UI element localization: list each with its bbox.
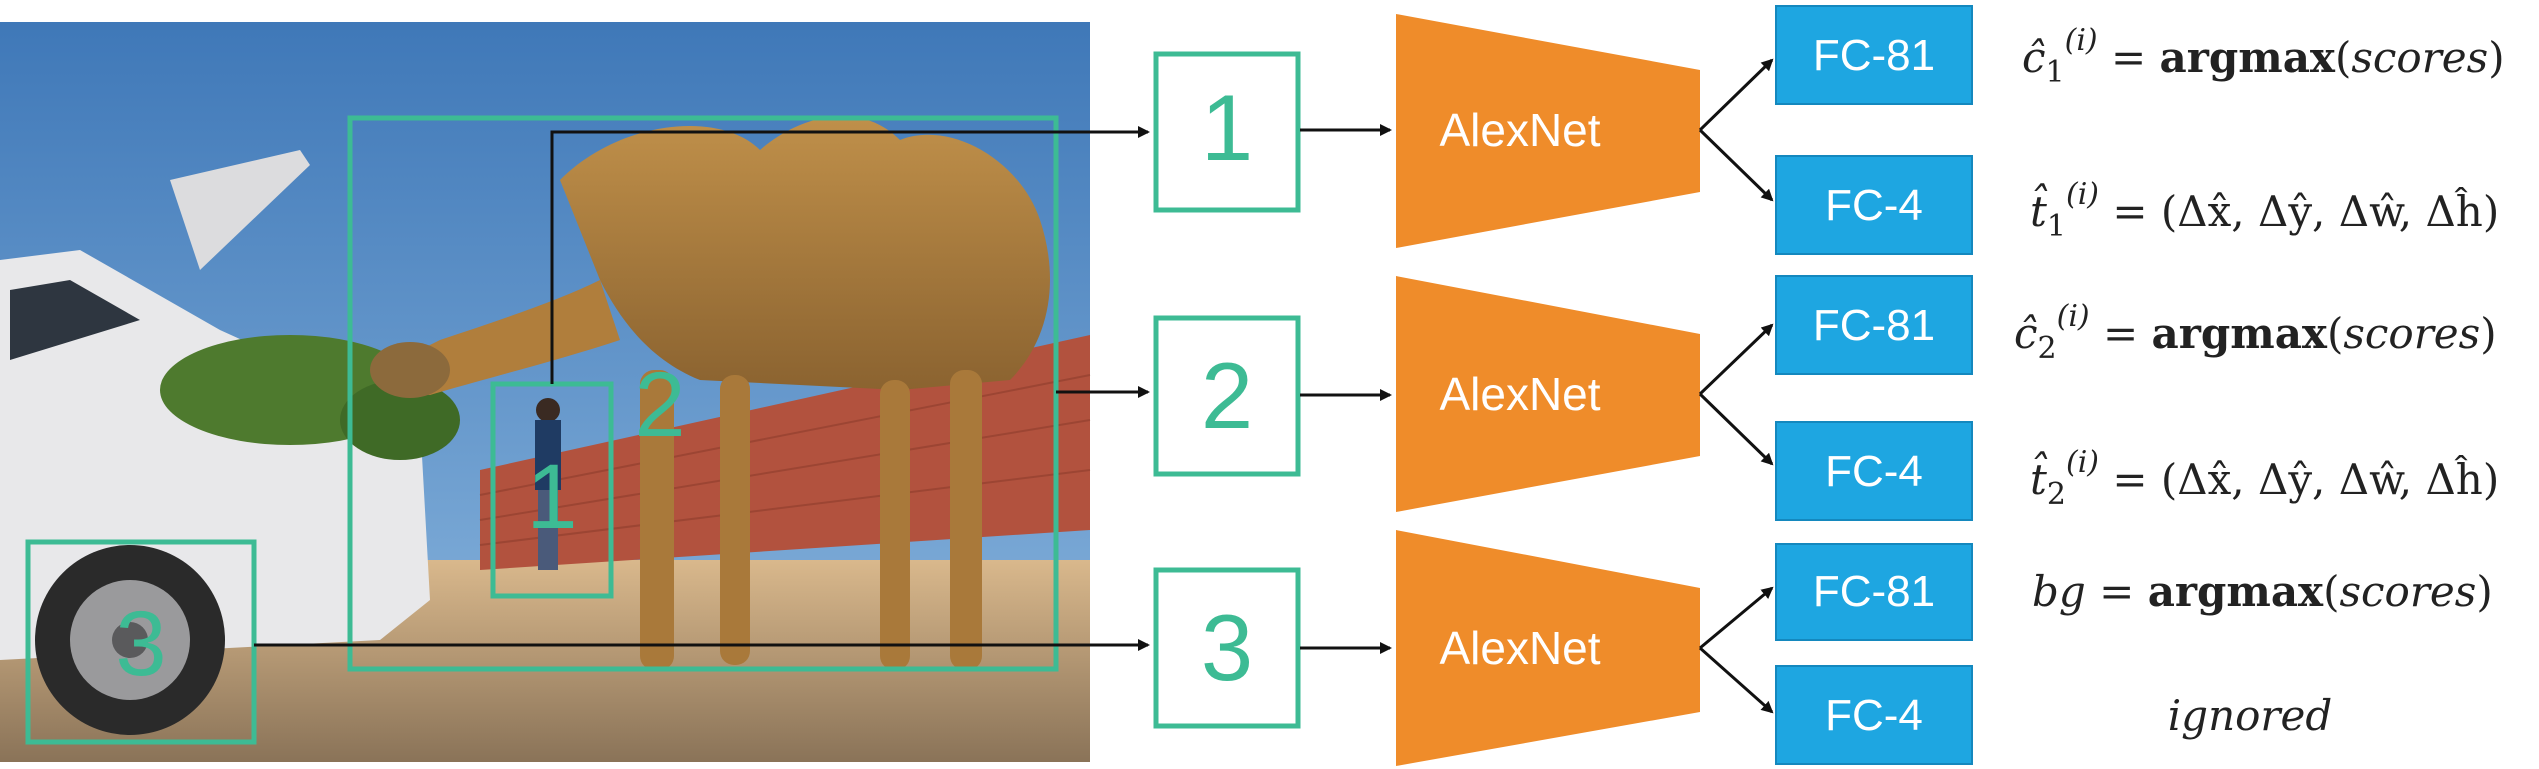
region-box-3 [25,539,257,745]
alexnet-block-3 [1396,530,1700,766]
connector-1 [550,126,1150,384]
crop-box-1 [1153,51,1301,213]
crop-boxes [1153,51,1301,729]
crop-label-2: 2 [1201,343,1253,448]
alexnet-label-2: AlexNet [1439,368,1600,420]
crop-box-2 [1153,315,1301,477]
output-class-1: ĉ1(i) = argmax(scores) [2022,23,2505,90]
region-connectors [254,126,1150,651]
crop-label-3: 3 [1201,595,1253,700]
fc4-box-2 [1775,421,1973,521]
branch-3-top [1699,586,1774,650]
crop-box-3 [1153,567,1301,729]
branch-2-bottom [1698,392,1774,466]
brick-wall [480,335,1090,570]
fc81-box-1 [1775,5,1973,105]
region-label-3: 3 [115,593,166,695]
branch-3-bottom [1699,646,1774,714]
fc4-box-3 [1775,665,1973,765]
fc4-label-3: FC-4 [1825,691,1923,740]
car-window [10,280,140,360]
fc81-box-3 [1775,543,1973,641]
fc4-box-1 [1775,155,1973,255]
branch-1-bottom [1698,128,1774,202]
camel-body [560,116,1050,390]
fc4-label-1: FC-4 [1825,181,1923,230]
output-box-2: t̂2(i) = (Δx̂, Δŷ, Δŵ, Δĥ) [2030,445,2499,512]
crop-label-1: 1 [1201,75,1253,180]
person [535,398,561,570]
branch-1-top [1698,58,1774,132]
region-label-2: 2 [634,354,685,456]
camel-head [370,342,450,398]
fc81-label-3: FC-81 [1813,567,1935,616]
alexnet-label-1: AlexNet [1439,104,1600,156]
branch-2-top [1698,323,1774,396]
fc81-label-2: FC-81 [1813,301,1935,350]
output-ignored-3: ignored [2168,691,2332,740]
alexnet-block-2 [1396,276,1700,512]
output-class-2: ĉ2(i) = argmax(scores) [2014,299,2497,366]
alexnet-block-1 [1396,14,1700,248]
region-label-1: 1 [526,446,577,548]
car-trunk-lid [170,150,310,270]
input-photo [0,22,1091,762]
fc81-box-2 [1775,275,1973,375]
fc4-label-2: FC-4 [1825,447,1923,496]
output-class-3: bg = argmax(scores) [2032,567,2493,616]
alexnet-label-3: AlexNet [1439,622,1600,674]
fc81-label-1: FC-81 [1813,31,1935,80]
camel-legs [640,370,982,670]
output-box-1: t̂1(i) = (Δx̂, Δŷ, Δŵ, Δĥ) [2030,177,2499,244]
